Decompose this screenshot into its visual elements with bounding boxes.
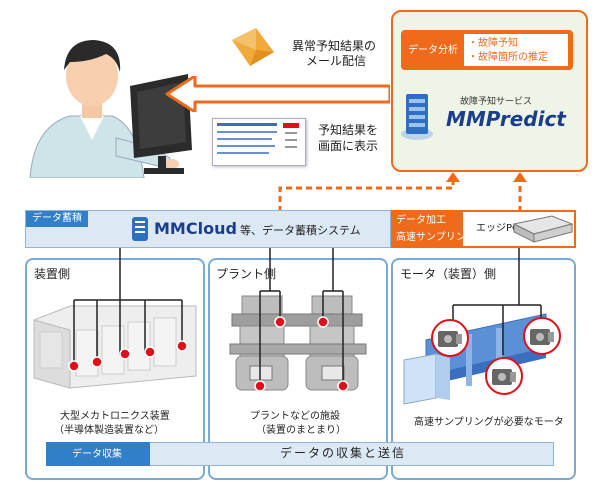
device-caption-1: 大型メカトロニクス装置	[60, 411, 170, 422]
storage-tag: データ蓄積	[26, 211, 88, 227]
analysis-tag: データ分析	[408, 45, 458, 56]
cloud-device-icon	[132, 217, 148, 241]
display-text-1: 予知結果を	[318, 123, 379, 137]
motor-conveyor-illustration	[403, 313, 547, 405]
processing-tag-line2: 高速サンプリング	[396, 232, 476, 243]
mail-text-1: 異常予知結果の	[292, 39, 377, 53]
collection-text: データの収集と送信	[280, 446, 407, 460]
device-caption-2: （半導体製造装置など）	[54, 425, 164, 436]
plant-sensors	[254, 316, 349, 392]
mail-text-2: メール配信	[306, 54, 367, 68]
plant-title: プラント側	[216, 267, 277, 281]
envelope-icon	[232, 28, 274, 66]
motor-sensor-wiring	[452, 248, 542, 355]
motor-icon-1	[431, 319, 469, 357]
display-text-2: 画面に表示	[318, 139, 379, 153]
edge-pc-icon	[512, 215, 574, 243]
plant-sensor-wiring	[259, 248, 344, 383]
analysis-items-box	[464, 34, 568, 66]
analysis-item-1: ・故障予知	[468, 38, 518, 49]
storage-text: 等、データ蓄積システム	[240, 224, 361, 237]
server-icon	[401, 94, 433, 140]
edge-pc-label: エッジPC	[476, 223, 520, 234]
service-label: 故障予知サービス	[460, 97, 533, 107]
motor-icon-3	[485, 357, 523, 395]
result-screen-thumbnail	[212, 118, 306, 166]
collection-tag: データ収集	[72, 449, 122, 460]
result-arrow	[165, 76, 390, 112]
plant-caption-2: （装置のまとまり）	[256, 425, 346, 436]
plant-caption-1: プラントなどの施設	[250, 411, 340, 422]
plant-facility-illustration	[229, 295, 367, 391]
device-sensors	[68, 340, 188, 372]
processing-tag	[391, 210, 463, 248]
motor-icon-2	[523, 317, 561, 355]
motor-caption-1: 高速サンプリングが必要なモータ	[414, 417, 564, 428]
motor-title: モータ（装置）側	[400, 267, 497, 281]
processing-tag-line1: データ加工	[396, 215, 446, 226]
mmpredict-logo: MMPredict	[446, 107, 566, 131]
collection-tag-bg	[46, 442, 150, 466]
device-title: 装置側	[34, 267, 71, 281]
analysis-item-2: ・故障箇所の推定	[468, 52, 548, 63]
data-flow-arrows	[278, 172, 527, 212]
mmcloud-logo: MMCloud	[154, 219, 237, 238]
device-sensor-wiring	[73, 248, 183, 365]
